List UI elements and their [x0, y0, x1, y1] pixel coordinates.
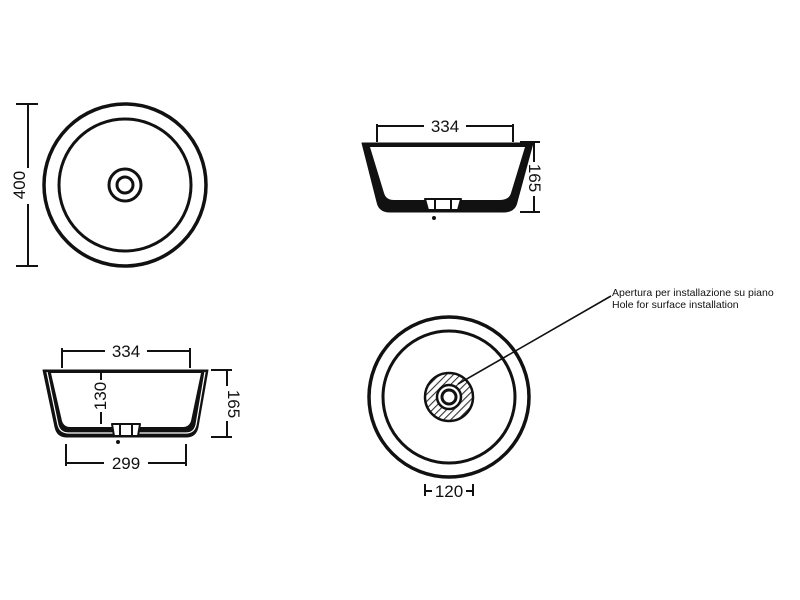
side-view-dot — [432, 216, 436, 220]
side-view-width-dimension — [376, 124, 514, 142]
top-view-outer-rim — [42, 102, 208, 268]
section-top-width-label: 334 — [112, 342, 140, 361]
section-inner-height-label: 130 — [91, 382, 110, 410]
section-view-dot — [116, 440, 120, 444]
bottom-view-inner-ring — [381, 329, 517, 465]
installation-note-italian: Apertura per installazione su piano — [612, 287, 774, 299]
bottom-view-drain — [440, 388, 458, 406]
installation-note-english: Hole for surface installation — [612, 299, 739, 311]
top-view — [42, 102, 208, 268]
top-view-inner-bowl — [57, 117, 193, 253]
top-view-height-label: 400 — [10, 171, 29, 199]
section-height-dimension — [211, 369, 232, 438]
section-base-width-dimension — [65, 444, 187, 466]
section-base-width-label: 299 — [112, 454, 140, 473]
side-view-base — [424, 198, 462, 211]
bottom-view-hole-label: 120 — [435, 482, 463, 501]
side-view-width-label: 334 — [431, 117, 459, 136]
section-top-width-dimension — [61, 348, 191, 368]
section-height-label: 165 — [224, 390, 243, 418]
top-view-drain-outer — [107, 167, 143, 203]
bottom-view-hole-dimension — [424, 484, 474, 496]
section-view — [42, 369, 209, 444]
top-view-height-dimension — [16, 103, 38, 267]
top-view-drain-inner — [115, 175, 135, 195]
bottom-view — [367, 315, 531, 479]
side-view-height-label: 165 — [525, 164, 544, 192]
side-view — [361, 142, 534, 220]
section-view-base — [111, 423, 141, 437]
side-view-height-dimension — [520, 141, 540, 213]
side-view-bowl-inner — [370, 147, 525, 200]
bottom-view-outer-rim — [367, 315, 531, 479]
section-view-bowl-inner — [51, 373, 201, 427]
note-leader-line — [457, 295, 612, 385]
